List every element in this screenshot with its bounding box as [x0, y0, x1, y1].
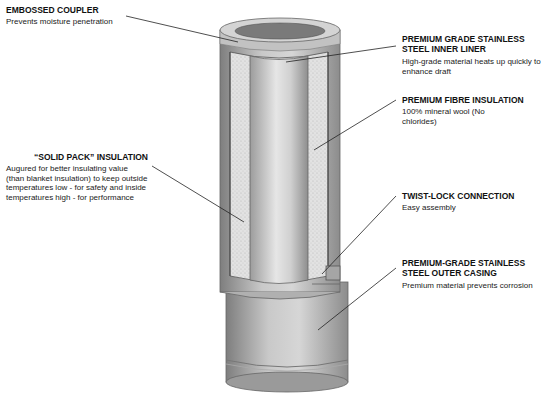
part-name: EMBOSSED COUPLER [6, 5, 121, 15]
liner-opening [235, 23, 325, 39]
part-name: PREMIUM GRADE STAINLESS STEEL INNER LINE… [402, 34, 554, 54]
leader-lines [126, 16, 396, 330]
upper-casing [220, 30, 340, 292]
part-note: 100% mineral wool (No chlorides) [402, 107, 512, 126]
part-note: Easy assembly [402, 203, 542, 213]
part-name: PREMIUM FIBRE INSULATION [402, 95, 554, 105]
section-joint [220, 292, 340, 299]
pipe-top [220, 18, 340, 42]
part-note: Prevents moisture penetration [6, 17, 131, 27]
part-name: PREMIUM-GRADE STAINLESS STEEL OUTER CASI… [402, 258, 554, 278]
part-note: Augured for better insulating value (tha… [6, 164, 148, 202]
inner-liner [250, 56, 308, 284]
part-name: TWIST-LOCK CONNECTION [402, 191, 554, 201]
casing-ring [226, 364, 348, 371]
casing-bottom [226, 372, 348, 392]
part-note: High-grade material heats up quickly to … [402, 57, 547, 76]
casing-ring [226, 360, 348, 367]
part-name: “SOLID PACK” INSULATION [6, 152, 148, 162]
part-note: Premium material prevents corrosion [402, 281, 542, 291]
